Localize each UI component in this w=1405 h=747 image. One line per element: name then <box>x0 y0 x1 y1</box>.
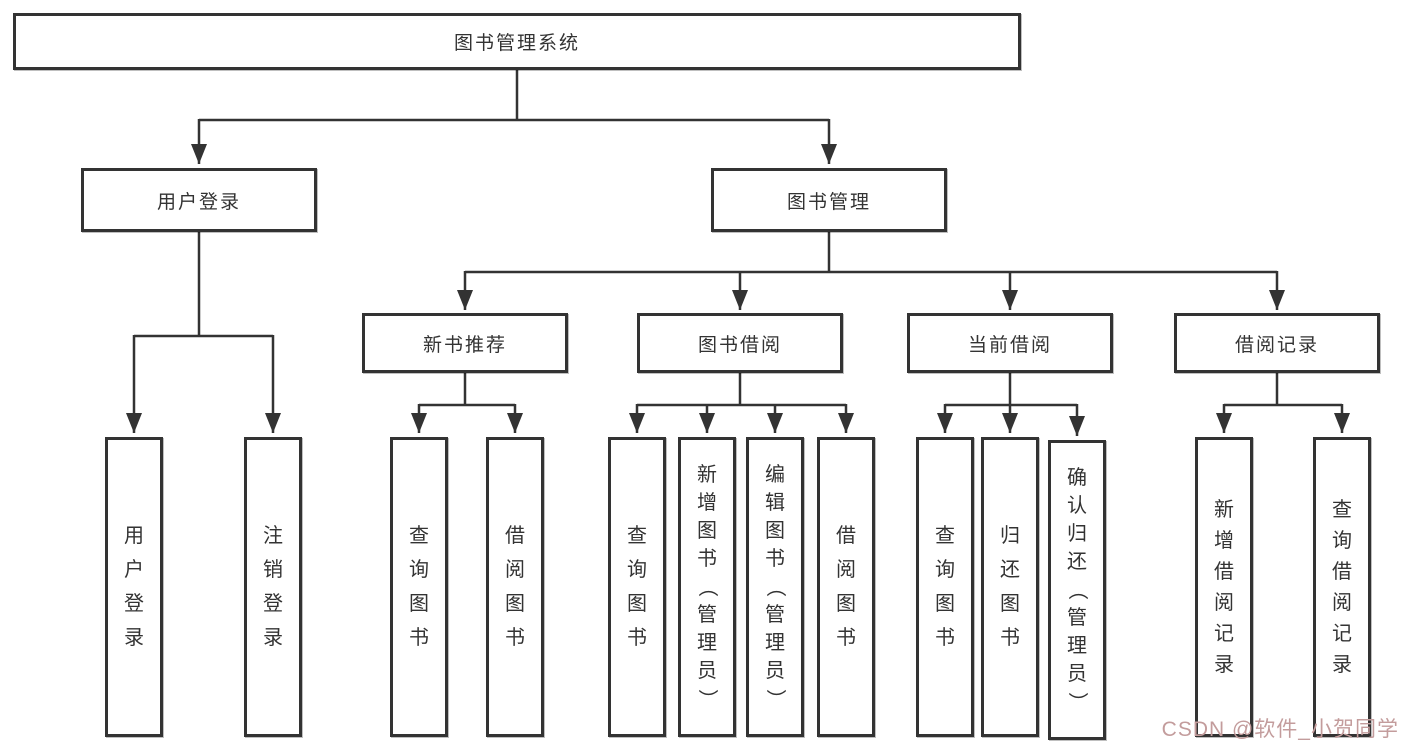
node-leaf-query-borrow-record: 查询借阅记录 <box>1313 437 1371 737</box>
node-current-borrowing: 当前借阅 <box>907 313 1113 373</box>
leaf-label: 查询借阅记录 <box>1332 498 1352 676</box>
node-leaf-user-login: 用户登录 <box>105 437 163 737</box>
leaf-label: 新增借阅记录 <box>1214 498 1234 676</box>
leaf-label: 借阅图书 <box>836 525 856 649</box>
leaf-label: 查询图书 <box>409 525 429 649</box>
node-book-management: 图书管理 <box>711 168 947 232</box>
leaf-label: 借阅图书 <box>505 525 525 649</box>
leaf-label: 编辑图书（管理员） <box>764 464 786 709</box>
leaf-label: 查询图书 <box>935 525 955 649</box>
node-leaf-add-borrow-record: 新增借阅记录 <box>1195 437 1253 737</box>
node-leaf-query-books-1: 查询图书 <box>390 437 448 737</box>
node-user-login: 用户登录 <box>81 168 317 232</box>
leaf-label: 确认归还（管理员） <box>1066 467 1088 712</box>
node-leaf-query-books-2: 查询图书 <box>608 437 666 737</box>
node-book-borrowing: 图书借阅 <box>637 313 843 373</box>
node-leaf-logout: 注销登录 <box>244 437 302 737</box>
node-leaf-borrow-books-2: 借阅图书 <box>817 437 875 737</box>
node-leaf-query-books-3: 查询图书 <box>916 437 974 737</box>
node-borrowing-records: 借阅记录 <box>1174 313 1380 373</box>
node-leaf-borrow-books-1: 借阅图书 <box>486 437 544 737</box>
leaf-label: 查询图书 <box>627 525 647 649</box>
leaf-label: 归还图书 <box>1000 525 1020 649</box>
node-root: 图书管理系统 <box>13 13 1021 70</box>
watermark: CSDN @软件_小贺同学 <box>1161 718 1399 741</box>
node-leaf-return-books: 归还图书 <box>981 437 1039 737</box>
node-leaf-edit-books-admin: 编辑图书（管理员） <box>746 437 804 737</box>
node-new-book-recommendation: 新书推荐 <box>362 313 568 373</box>
leaf-label: 注销登录 <box>263 525 283 649</box>
node-leaf-confirm-return-admin: 确认归还（管理员） <box>1048 440 1106 740</box>
node-leaf-add-books-admin: 新增图书（管理员） <box>678 437 736 737</box>
leaf-label: 新增图书（管理员） <box>696 464 718 709</box>
leaf-label: 用户登录 <box>124 525 144 649</box>
